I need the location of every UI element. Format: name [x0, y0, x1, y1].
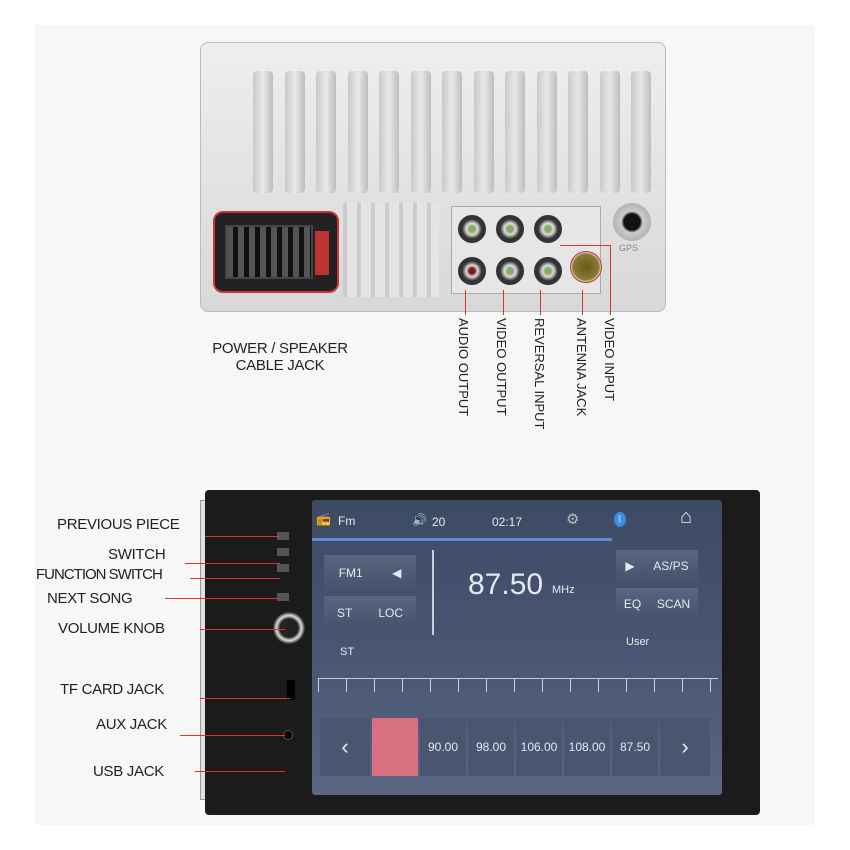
vent-grille [343, 203, 439, 297]
video-output-jack-2 [496, 257, 524, 285]
leader-line [610, 245, 611, 315]
preset-button[interactable]: 98.00 [468, 718, 514, 776]
switch-button[interactable] [277, 548, 289, 556]
st-label: ST [336, 606, 353, 620]
heatsink-fin [442, 71, 462, 193]
leader-line [465, 290, 466, 315]
power-speaker-label: POWER / SPEAKER CABLE JACK [205, 340, 355, 374]
speaker-icon: 🔊 [412, 513, 427, 527]
frequency-display: 87.50 [468, 568, 544, 601]
home-icon[interactable]: ⌂ [680, 506, 693, 528]
volume-knob-label: VOLUME KNOB [58, 620, 165, 637]
next-song-label: NEXT SONG [47, 590, 133, 607]
tf-card-label: TF CARD JACK [60, 681, 164, 698]
function-switch-button[interactable] [277, 564, 289, 572]
audio-output-label: AUDIO OUTPUT [456, 318, 471, 417]
antenna-jack [570, 251, 602, 283]
heatsink-fin [410, 71, 431, 193]
power-label-line2: CABLE JACK [235, 357, 325, 374]
gps-jack [613, 203, 651, 241]
previous-button[interactable] [277, 532, 289, 540]
antenna-jack-label: ANTENNA JACK [574, 318, 589, 417]
preset-button[interactable] [372, 718, 418, 776]
leader-line [200, 629, 285, 630]
source-label: Fm [338, 514, 356, 528]
video-output-jack [496, 215, 524, 243]
heatsink-fin [253, 71, 273, 193]
heatsink-fin [316, 71, 336, 193]
st-loc-button[interactable]: ST LOC [324, 596, 416, 630]
triangle-right-icon: ▶ [625, 559, 635, 573]
usb-jack-label: USB JACK [93, 763, 164, 780]
chevron-left-icon[interactable]: ‹ [320, 718, 370, 776]
heatsink-fin [599, 71, 620, 193]
stereo-indicator: ST [340, 646, 355, 658]
power-speaker-connector [213, 211, 339, 293]
rca-panel [451, 206, 602, 294]
reversal-input-label: REVERSAL INPUT [532, 318, 547, 430]
tuning-scale[interactable] [318, 678, 718, 692]
heatsink-fin [347, 71, 368, 193]
chevron-right-icon[interactable]: › [660, 718, 710, 776]
leader-line [195, 771, 285, 772]
leader-line [560, 245, 610, 246]
gps-label: GPS [619, 243, 639, 253]
eq-label: EQ [623, 597, 642, 611]
leader-line [200, 698, 290, 699]
eq-scan-button[interactable]: EQ SCAN [616, 588, 698, 620]
leader-line [185, 563, 280, 564]
heatsink-fin [568, 71, 588, 193]
eq-mode: User [626, 636, 650, 648]
audio-output-jack [458, 257, 486, 285]
video-input-label: VIDEO INPUT [602, 318, 617, 402]
loc-label: LOC [378, 606, 403, 620]
as-ps-button[interactable]: ▶ AS/PS [616, 550, 698, 582]
heatsink-fin [505, 71, 525, 193]
power-label-line1: POWER / SPEAKER [212, 340, 348, 357]
clock: 02:17 [492, 515, 523, 529]
header-divider [312, 538, 612, 541]
preset-button[interactable]: 90.00 [420, 718, 466, 776]
scan-label: SCAN [656, 597, 691, 611]
video-input-jack-white [458, 215, 486, 243]
heatsink-fin [284, 71, 305, 193]
bluetooth-icon[interactable]: ᛒ [614, 512, 626, 527]
touch-screen: 📻 Fm 🔊 20 02:17 ⚙ ᛒ ⌂ FM1 ◀ ST LOC 87.50 M… [312, 500, 722, 795]
previous-piece-label: PREVIOUS PIECE [57, 516, 180, 533]
frequency-unit: MHz [552, 584, 575, 596]
as-ps-label: AS/PS [653, 559, 689, 573]
next-button[interactable] [277, 593, 289, 601]
leader-line [503, 290, 504, 315]
gear-icon[interactable]: ⚙ [566, 511, 580, 528]
leader-line [165, 598, 280, 599]
leader-line [582, 290, 583, 315]
aux-jack-label: AUX JACK [96, 716, 167, 733]
divider [432, 550, 434, 635]
switch-label: SWITCH [108, 546, 166, 563]
heatsink-fin [631, 71, 651, 193]
leader-line [190, 578, 280, 579]
preset-button[interactable]: 108.00 [564, 718, 610, 776]
band-label: FM1 [338, 566, 363, 580]
reversal-input-jack [534, 257, 562, 285]
triangle-left-icon: ◀ [392, 566, 402, 580]
heatsink-fin [379, 71, 399, 193]
leader-line [205, 536, 280, 537]
function-switch-label: FUNCTION SWITCH [36, 566, 163, 583]
volume-level: 20 [432, 515, 446, 529]
preset-button[interactable]: 87.50 [612, 718, 658, 776]
leader-line [180, 735, 285, 736]
heatsink-fin [473, 71, 494, 193]
band-button[interactable]: FM1 ◀ [324, 555, 416, 591]
leader-line [540, 290, 541, 315]
back-unit: GPS [200, 42, 666, 312]
video-input-jack [534, 215, 562, 243]
heatsink-fin [536, 71, 557, 193]
radio-icon: 📻 [316, 512, 331, 526]
video-output-label: VIDEO OUTPUT [494, 318, 509, 416]
preset-button[interactable]: 106.00 [516, 718, 562, 776]
volume-knob[interactable] [273, 612, 305, 644]
tf-card-slot[interactable] [287, 680, 295, 700]
